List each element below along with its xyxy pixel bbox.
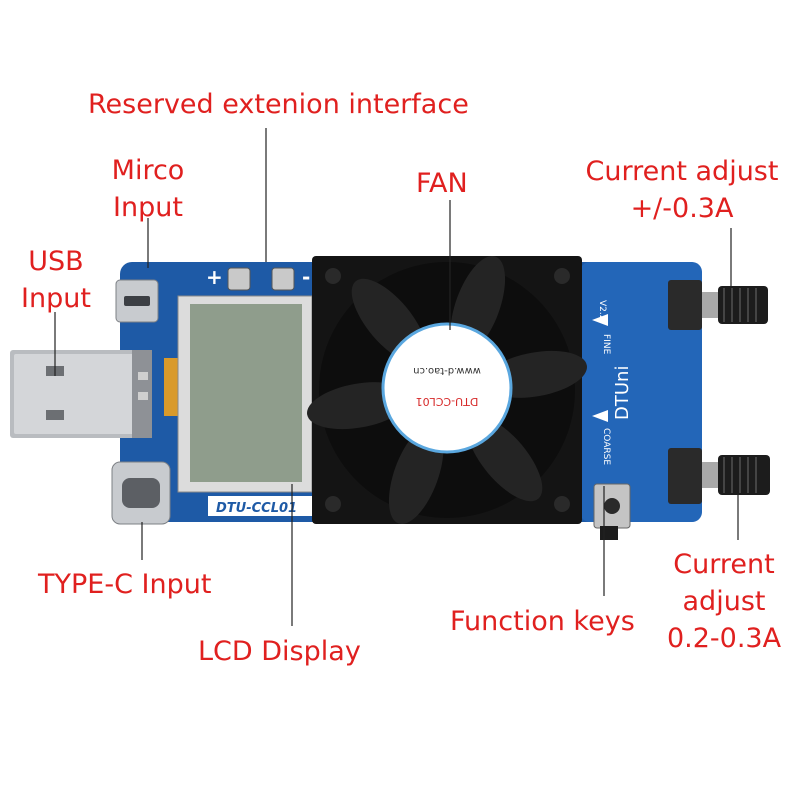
- sticker-model-text: DTU-CCL01: [416, 395, 479, 408]
- reserved-extension-pads: + -: [206, 265, 310, 291]
- current-adjust-coarse-line3: 0.2-0.3A: [666, 623, 782, 654]
- function-key-switch: [593, 483, 631, 540]
- fan: DTU-CCL01 www.d-tao.cn: [307, 255, 587, 525]
- lcd-display-text: LCD Display: [198, 636, 361, 667]
- fan-text: FAN: [416, 168, 468, 199]
- current-adjust-coarse-label: Current adjust 0.2-0.3A: [664, 546, 784, 657]
- sticker-url-text: www.d-tao.cn: [413, 365, 481, 376]
- type-c-input-label: TYPE-C Input: [38, 566, 211, 603]
- usb-input-line2: Input: [21, 283, 91, 314]
- micro-input-line2: Input: [113, 192, 183, 223]
- fan-label: FAN: [416, 165, 468, 202]
- current-adjust-fine-label: Current adjust +/-0.3A: [582, 153, 782, 227]
- fan-hub-sticker: [381, 322, 513, 454]
- usb-input-line1: USB: [28, 246, 84, 277]
- current-adjust-coarse-line1: Current: [673, 549, 775, 580]
- usb-a-plug: [10, 350, 152, 438]
- usb-input-label: USB Input: [16, 243, 96, 317]
- plus-marking: +: [206, 265, 223, 289]
- model-plate: [208, 496, 312, 516]
- version-marking: V2.2: [597, 300, 607, 320]
- micro-input-label: Mirco Input: [100, 152, 196, 226]
- current-adjust-fine-line1: Current adjust: [585, 156, 779, 187]
- function-keys-text: Function keys: [450, 606, 635, 637]
- model-label: DTU-CCL01: [216, 501, 297, 516]
- minus-marking: -: [302, 265, 310, 289]
- micro-input-line1: Mirco: [111, 155, 185, 186]
- current-adjust-coarse-line2: adjust: [682, 586, 766, 617]
- callout-lines: [54, 128, 739, 626]
- reserved-interface-text: Reserved extenion interface: [88, 89, 469, 120]
- reserved-interface-label: Reserved extenion interface: [88, 86, 469, 123]
- function-keys-label: Function keys: [450, 603, 635, 640]
- coarse-marking: COARSE: [601, 428, 611, 465]
- lcd-display-label: LCD Display: [198, 633, 361, 670]
- fine-potentiometer: [668, 280, 768, 330]
- type-c-input-text: TYPE-C Input: [38, 569, 212, 600]
- fine-marking: FINE: [601, 334, 611, 355]
- coarse-potentiometer: [668, 448, 770, 504]
- lcd-display: [177, 295, 313, 493]
- brand-marking: DTUni: [612, 366, 633, 420]
- current-adjust-fine-line2: +/-0.3A: [630, 193, 734, 224]
